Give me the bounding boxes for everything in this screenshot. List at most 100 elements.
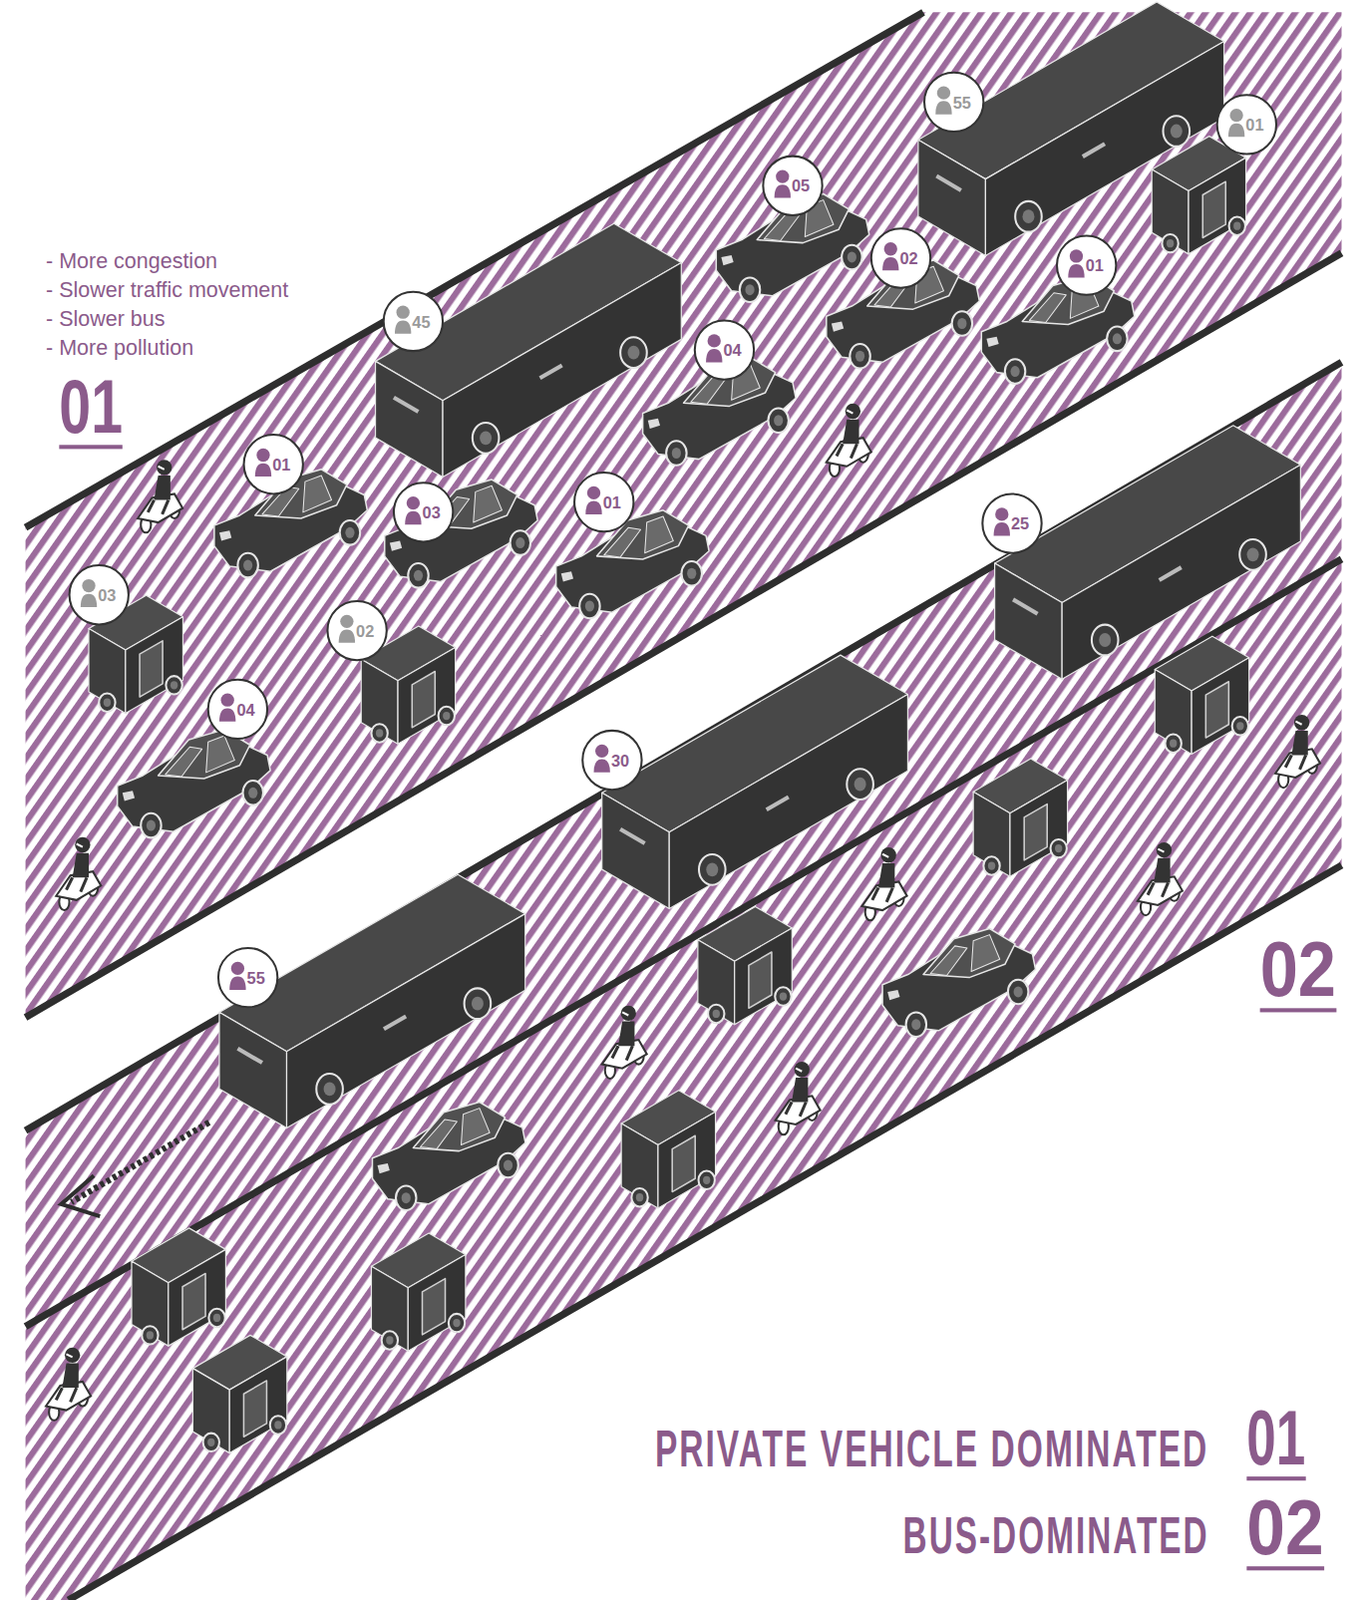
autorickshaw-illustration-part [139, 641, 163, 697]
autorickshaw-illustration-part [672, 1135, 695, 1192]
car-illustration-part [219, 530, 232, 541]
autorickshaw-illustration-part [988, 861, 996, 870]
bus-illustration-part [918, 139, 987, 256]
bus-illustration-part [442, 263, 681, 478]
callout-number: 01 [603, 492, 622, 513]
autorickshaw-illustration-part [360, 659, 398, 744]
autorickshaw-illustration-part [658, 1111, 716, 1209]
legend-label: BUS-DOMINATED [903, 1510, 1210, 1562]
car-illustration-part [887, 990, 900, 1001]
car-illustration-part [672, 447, 681, 459]
car-illustration [882, 928, 1035, 1037]
autorickshaw-illustration-part [702, 1176, 710, 1185]
person-icon-part [707, 334, 721, 347]
car-illustration-part [344, 527, 354, 539]
car-illustration-part [248, 787, 258, 799]
scooter-rider-illustration-part [794, 1061, 810, 1077]
bus-illustration [375, 223, 682, 477]
car-illustration [556, 510, 709, 620]
autorickshaw-illustration-part [131, 1261, 169, 1347]
person-icon-part [884, 242, 898, 256]
car-illustration-part [930, 946, 968, 977]
car-illustration-part [340, 520, 360, 546]
car-illustration-part [1028, 293, 1066, 324]
car-illustration-part [395, 1185, 416, 1211]
scooter-rider-illustration-part [66, 877, 87, 892]
autorickshaw-illustration-part [973, 791, 1011, 877]
callout-number: 55 [247, 968, 266, 989]
autorickshaw-illustration [697, 906, 792, 1024]
car-illustration-part [503, 1159, 513, 1171]
autorickshaw-illustration-part [636, 1193, 644, 1202]
passenger-bubble: 03 [68, 564, 130, 626]
road-edge-line [25, 253, 1343, 1019]
scooter-rider-illustration-part [612, 1045, 633, 1060]
bus-illustration-part [316, 1073, 343, 1105]
car-illustration [371, 1101, 525, 1211]
person-icon-part [1069, 249, 1083, 263]
car-illustration-part [473, 485, 503, 523]
callout-number: 05 [791, 176, 810, 197]
bus-illustration-part [995, 563, 1063, 680]
autorickshaw-illustration-part [381, 1331, 398, 1350]
autorickshaw-illustration-part [103, 698, 111, 707]
car-illustration-part [497, 1153, 518, 1179]
person-icon-part [774, 184, 791, 198]
car-illustration-part [952, 311, 973, 337]
person-icon-part [587, 486, 601, 500]
car-illustration-part [681, 561, 701, 587]
car-illustration-part [413, 570, 423, 582]
scooter-rider-illustration-part [147, 500, 168, 515]
scooter-rider-illustration-part [882, 854, 889, 858]
autorickshaw-illustration-part [448, 1314, 465, 1333]
bus-illustration-part [627, 345, 640, 360]
scooter-rider-illustration-part [791, 1077, 808, 1103]
bus-illustration-part [602, 792, 671, 909]
car-illustration-part [377, 1163, 390, 1174]
autorickshaw-illustration-part [1188, 157, 1247, 255]
autorickshaw-illustration-part [774, 987, 791, 1006]
effect-note: - More pollution [45, 335, 194, 362]
bus-illustration-part [1021, 209, 1034, 224]
bus-illustration-part [698, 854, 726, 886]
autorickshaw-illustration-part [125, 617, 184, 714]
scooter-rider-illustration-part [1285, 754, 1306, 769]
callout-number: 25 [1011, 514, 1029, 535]
car-illustration-part [460, 1108, 490, 1146]
road-edge-line [68, 865, 1343, 1600]
autorickshaw-illustration-part [88, 629, 126, 714]
scooter-rider-illustration-part [61, 1363, 78, 1389]
car-illustration-part [971, 935, 1001, 973]
autorickshaw-illustration-part [1054, 844, 1062, 853]
callout-number: 02 [355, 621, 374, 642]
car-illustration-part [412, 1101, 505, 1151]
road-edge-line [25, 361, 1343, 1131]
autorickshaw-illustration-part [1232, 716, 1249, 735]
bus-illustration-part [540, 364, 563, 378]
bus-illustration-part [393, 397, 419, 412]
person-icon-part [705, 348, 722, 362]
bus-illustration-part [1170, 124, 1183, 139]
bus-illustration-part [669, 694, 908, 910]
person-icon-part [221, 693, 235, 707]
person-icon-part [404, 511, 421, 525]
car-illustration-part [556, 520, 709, 613]
car-illustration-part [645, 516, 675, 554]
car-illustration-part [986, 337, 999, 347]
car-illustration-part [243, 560, 253, 572]
bus-illustration-part [1091, 625, 1119, 657]
autorickshaw-illustration-part [712, 1010, 720, 1019]
car-illustration-part [420, 1119, 458, 1150]
person-icon-part [406, 496, 420, 510]
person-icon-part [219, 707, 236, 721]
autorickshaw-illustration-part [734, 928, 793, 1025]
person-icon-part [229, 977, 246, 991]
person-icon-part [340, 615, 353, 629]
autorickshaw-illustration-part [1191, 658, 1250, 755]
scooter-rider-illustration-part [1295, 721, 1302, 725]
car-illustration-part [561, 571, 574, 582]
autorickshaw-illustration-part [1205, 681, 1229, 738]
bus-illustration-part [471, 997, 484, 1012]
person-icon-part [255, 463, 272, 477]
